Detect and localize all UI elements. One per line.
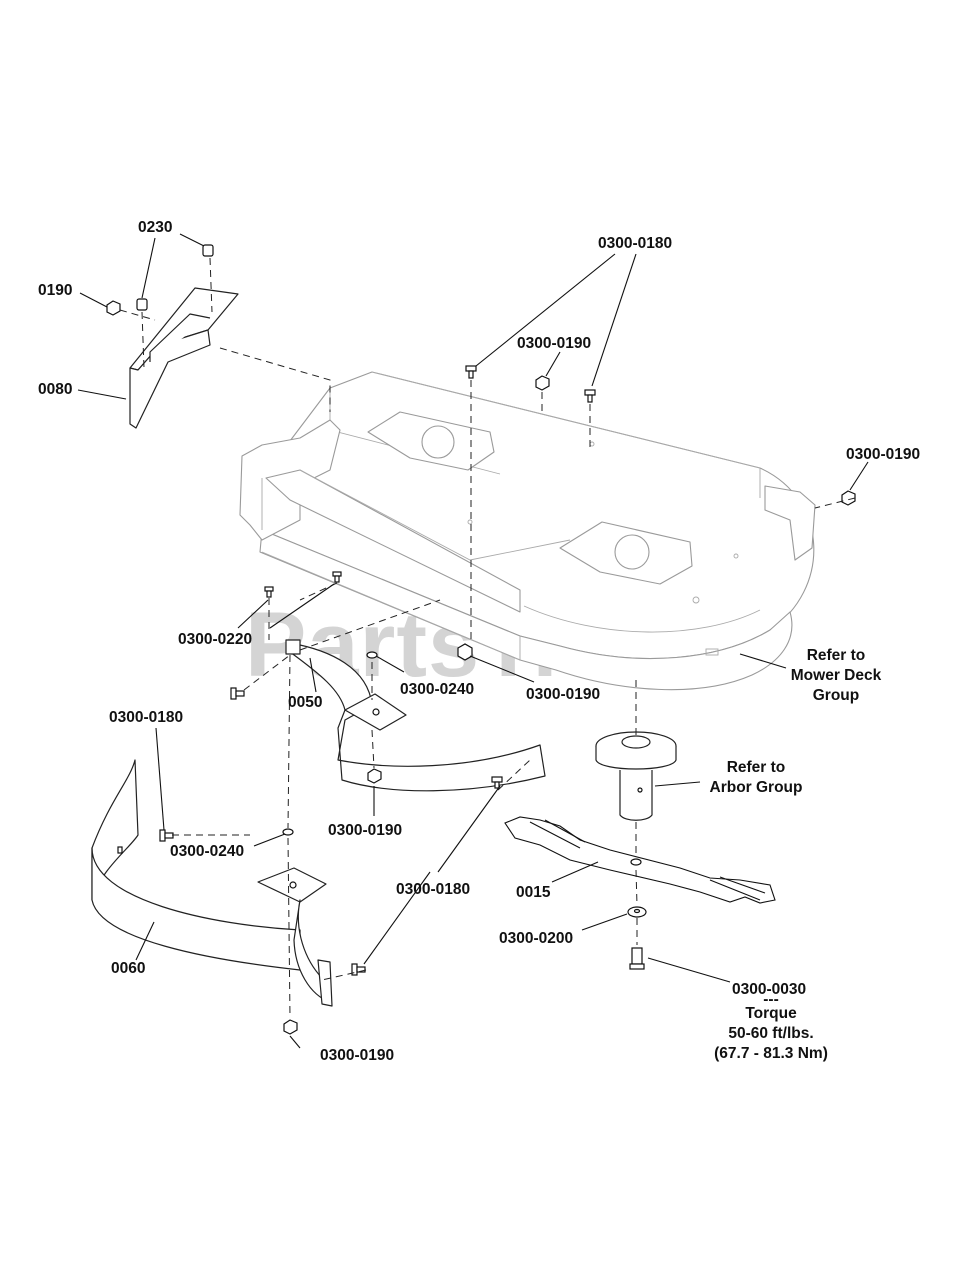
mower-deck: [239, 371, 816, 691]
arbor-spindle: [595, 731, 677, 821]
hardware-0300-0180-bolt-top2: [584, 389, 596, 403]
note-mower-deck-line2: Mower Deck: [791, 667, 882, 684]
label-0190: 0190: [38, 282, 72, 299]
hardware-0300-0180-bolt-left: [230, 687, 245, 700]
label-0300-0190-lowmid: 0300-0190: [328, 822, 402, 839]
label-0300-0180-left: 0300-0180: [109, 709, 183, 726]
label-0300-0190-bottom: 0300-0190: [320, 1047, 394, 1064]
hardware-0300-0240-washer-low: [282, 828, 294, 836]
hardware-0300-0180-bolt-top1: [465, 365, 477, 379]
label-0300-0200: 0300-0200: [499, 930, 573, 947]
hardware-0300-0190-nut-top: [535, 375, 550, 391]
label-0300-0240-mid: 0300-0240: [400, 681, 474, 698]
hardware-0300-0190-nut-lowmid: [367, 768, 382, 784]
note-mower-deck-line1: Refer to: [807, 647, 866, 664]
label-0080: 0080: [38, 381, 72, 398]
label-0300-0190-top: 0300-0190: [517, 335, 591, 352]
hardware-0300-0190-nut-right: [841, 490, 856, 506]
hardware-0300-0190-nut-mid: [457, 643, 473, 661]
note-torque: --- Torque 50-60 ft/lbs. (67.7 - 81.3 Nm…: [714, 991, 828, 1062]
label-0300-0030: 0300-0030: [732, 981, 806, 998]
hardware-0230-nut-low: [136, 298, 148, 311]
label-0060: 0060: [111, 960, 145, 977]
note-mower-deck: Refer to Mower Deck Group: [791, 647, 882, 704]
hardware-0300-0180-bolt-bottom: [351, 963, 366, 976]
leader-lines: [77, 233, 869, 1049]
part-0060-baffle: [91, 759, 333, 1007]
label-0300-0190-right: 0300-0190: [846, 446, 920, 463]
note-torque-line2: Torque: [745, 1005, 797, 1022]
label-0015: 0015: [516, 884, 551, 901]
label-0300-0180-top: 0300-0180: [598, 235, 672, 252]
note-torque-line4: (67.7 - 81.3 Nm): [714, 1045, 828, 1062]
label-0300-0240-low: 0300-0240: [170, 843, 244, 860]
hardware-0300-0240-washer-mid: [366, 651, 378, 659]
label-0050: 0050: [288, 694, 322, 711]
part-0080-deflector: [129, 287, 239, 429]
label-0300-0220: 0300-0220: [178, 631, 252, 648]
hardware-0300-0220-bolt-a: [264, 586, 274, 598]
hardware-0300-0180-bolt-right: [491, 776, 503, 789]
hardware-0300-0220-bolt-b: [332, 571, 342, 583]
hardware-0230-nut-top: [202, 244, 214, 257]
label-0300-0180-low: 0300-0180: [396, 881, 470, 898]
hardware-0300-0030-bolt: [629, 947, 645, 970]
note-arbor: Refer to Arbor Group: [710, 759, 803, 796]
hardware-0190-locknut: [106, 300, 121, 316]
note-arbor-line2: Arbor Group: [710, 779, 803, 796]
hardware-0300-0180-bolt-lowleft: [159, 829, 174, 842]
label-0230: 0230: [138, 219, 172, 236]
hardware-0300-0200-washer: [627, 906, 647, 918]
note-torque-line1: ---: [763, 991, 779, 1008]
note-mower-deck-line3: Group: [813, 687, 860, 704]
part-0015-blade: [504, 816, 776, 904]
note-torque-line3: 50-60 ft/lbs.: [728, 1025, 813, 1042]
hardware-0300-0190-nut-bottom: [283, 1019, 298, 1035]
part-0050-baffle: [285, 639, 546, 792]
label-0300-0190-mid: 0300-0190: [526, 686, 600, 703]
note-arbor-line1: Refer to: [727, 759, 786, 776]
